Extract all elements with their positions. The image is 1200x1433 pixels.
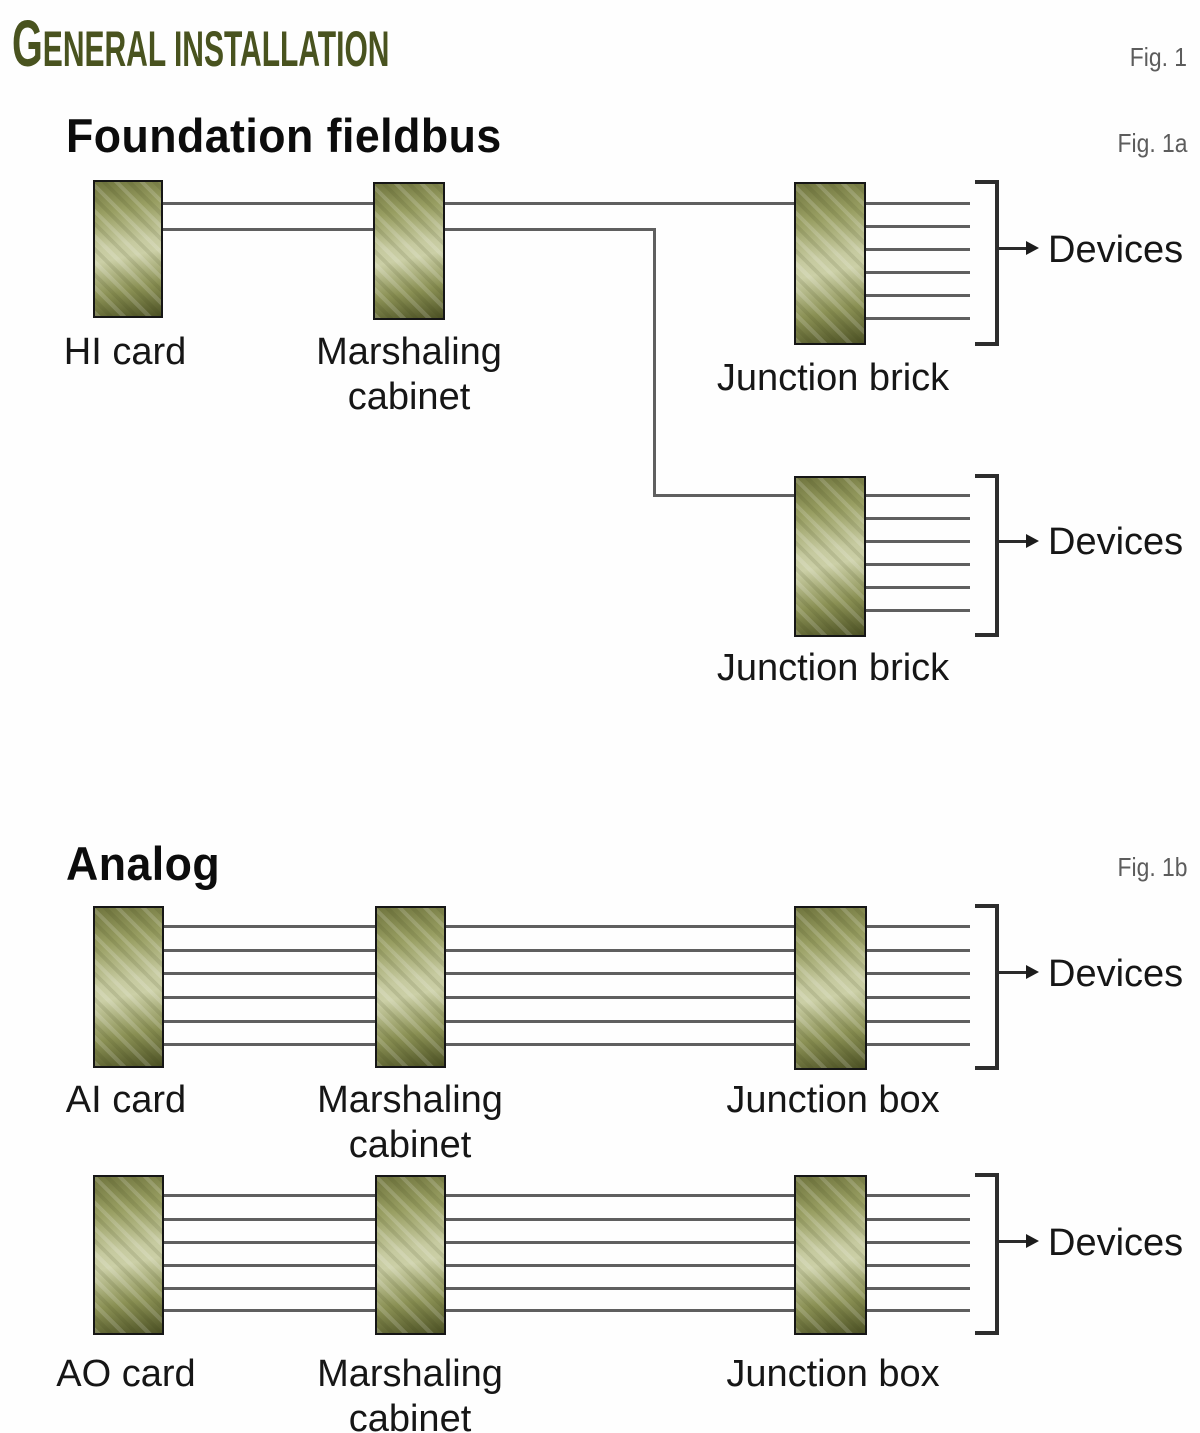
device-wire <box>163 1043 970 1046</box>
arrow-head-icon <box>1026 1234 1039 1248</box>
ao-card-label: AO card <box>56 1353 196 1395</box>
device-wire <box>163 972 970 975</box>
device-wire <box>866 294 970 297</box>
node-junction-box <box>794 906 867 1070</box>
devices-arrow <box>999 247 1027 250</box>
junction-box-label: Junction box <box>726 1353 940 1395</box>
devices-label: Devices <box>1048 229 1184 271</box>
devices-label: Devices <box>1048 953 1184 995</box>
marshaling-cabinet-label: Marshaling cabinet <box>316 331 502 418</box>
node-marshaling-cabinet <box>373 182 445 320</box>
device-wire <box>163 925 970 928</box>
fig-1a-heading: Foundation fieldbus <box>66 109 502 162</box>
device-wire <box>163 996 970 999</box>
devices-arrow <box>999 1240 1027 1243</box>
junction-brick-top-label: Junction brick <box>716 357 950 399</box>
wire-line <box>163 202 970 205</box>
junction-box-label: Junction box <box>726 1079 940 1121</box>
node-ai-card <box>93 906 164 1068</box>
ai-card-label: AI card <box>65 1079 187 1121</box>
devices-label: Devices <box>1048 521 1184 563</box>
node-marshaling-cabinet <box>375 1175 446 1335</box>
node-ao-card <box>93 1175 164 1335</box>
device-wire <box>163 1020 970 1023</box>
device-wire <box>163 1194 970 1197</box>
arrow-head-icon <box>1026 965 1039 979</box>
node-junction-brick-bottom <box>794 476 866 637</box>
junction-brick-bottom-label: Junction brick <box>716 647 950 689</box>
device-wire <box>163 1241 970 1244</box>
device-wire <box>866 317 970 320</box>
device-wire <box>866 248 970 251</box>
device-wire <box>163 1309 970 1312</box>
marshaling-cabinet-label: Marshaling cabinet <box>317 1079 503 1166</box>
device-wire <box>163 949 970 952</box>
fig-1-ref: Fig. 1 <box>1129 42 1187 72</box>
node-junction-box <box>794 1175 867 1335</box>
wire-line-vertical <box>653 228 656 497</box>
device-wire <box>163 1287 970 1290</box>
devices-bracket <box>975 474 999 637</box>
fig-1b-heading: Analog <box>66 837 221 890</box>
device-wire <box>866 586 970 589</box>
devices-arrow <box>999 971 1027 974</box>
arrow-head-icon <box>1026 241 1039 255</box>
node-junction-brick-top <box>794 182 866 345</box>
device-wire <box>866 517 970 520</box>
arrow-head-icon <box>1026 534 1039 548</box>
device-wire <box>163 1218 970 1221</box>
device-wire <box>866 225 970 228</box>
devices-label: Devices <box>1048 1222 1184 1264</box>
fig-1a-ref: Fig. 1a <box>1117 128 1187 158</box>
devices-arrow <box>999 540 1027 543</box>
marshaling-cabinet-label: Marshaling cabinet <box>317 1353 503 1433</box>
devices-bracket <box>975 180 999 346</box>
node-hi-card <box>93 180 163 318</box>
device-wire <box>163 1264 970 1267</box>
node-marshaling-cabinet <box>375 906 446 1068</box>
devices-bracket <box>975 904 999 1070</box>
fig-1b-ref: Fig. 1b <box>1117 852 1187 882</box>
page-title: General installation <box>12 6 390 80</box>
device-wire <box>866 271 970 274</box>
hi-card-label: HI card <box>63 331 187 373</box>
device-wire <box>866 563 970 566</box>
devices-bracket <box>975 1173 999 1335</box>
device-wire <box>866 609 970 612</box>
device-wire <box>866 540 970 543</box>
